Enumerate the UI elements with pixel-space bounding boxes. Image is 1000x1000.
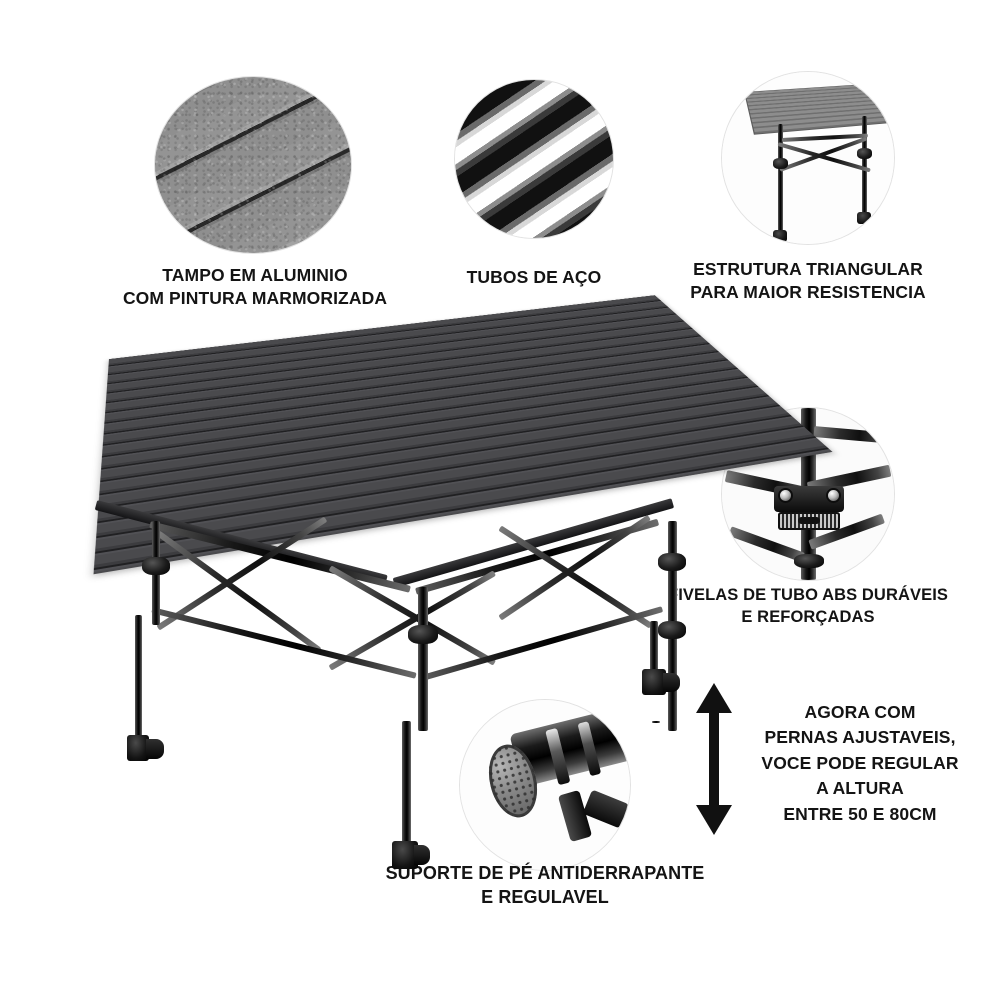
foot-adjuster-back-right xyxy=(642,669,666,695)
joint-hub-left xyxy=(142,557,170,575)
feature-image-tabletop xyxy=(155,77,351,253)
height-double-arrow-icon xyxy=(695,683,733,835)
aluminium-texture xyxy=(155,77,351,253)
buckle-rail-upper-right xyxy=(813,426,891,444)
feature-caption-steel-tubes: TUBOS DE AÇO xyxy=(414,266,654,289)
joint-hub-center xyxy=(408,625,438,644)
joint-hub-right-back xyxy=(658,553,686,571)
leg-upper-back-right xyxy=(668,521,677,631)
leg-lower-front-right-ext xyxy=(652,721,660,723)
buckle-bottom-hub xyxy=(794,554,824,568)
main-product-image xyxy=(80,295,833,869)
feature-image-steel-tubes xyxy=(455,80,613,238)
caption-line: COM PINTURA MARMORIZADA xyxy=(122,288,388,309)
caption-line: FIVELAS DE TUBO ABS DURÁVEIS xyxy=(668,586,948,604)
leg-lower-back-left xyxy=(135,615,142,745)
buckle-rivet-left xyxy=(780,490,791,501)
caption-line: A ALTURA xyxy=(816,778,904,799)
joint-hub-right-front xyxy=(658,621,686,639)
vertical-double-arrow-svg xyxy=(696,683,732,835)
frame-foot-left xyxy=(773,230,787,242)
caption-line: SUPORTE DE PÉ ANTIDERRAPANTE xyxy=(385,863,705,883)
leg-lower-back-right xyxy=(650,621,658,679)
feature-image-foot-support xyxy=(460,700,630,870)
frame-leg-left xyxy=(778,124,783,236)
leg-upper-front-center xyxy=(418,587,428,731)
foot-lever-back-left xyxy=(146,739,164,759)
steel-tube-texture xyxy=(455,80,613,238)
buckle-slot xyxy=(798,517,820,524)
caption-line: E REGULAVEL xyxy=(481,886,609,907)
feature-caption-tabletop: TAMPO EM ALUMINIO COM PINTURA MARMORIZAD… xyxy=(95,264,415,310)
feature-image-triangular-frame xyxy=(722,72,894,244)
leg-lower-front-center xyxy=(402,721,411,851)
leg-upper-front-right xyxy=(668,587,677,731)
caption-line: ESTRUTURA TRIANGULAR xyxy=(693,259,923,279)
frame-foot-right xyxy=(857,212,871,224)
foot-lever-back-right xyxy=(663,673,680,692)
caption-line: E REFORÇADAS xyxy=(741,607,875,626)
aluminium-speckle xyxy=(155,77,351,253)
feature-caption-foot-support: SUPORTE DE PÉ ANTIDERRAPANTE E REGULAVEL xyxy=(335,862,755,910)
table-top-slab xyxy=(744,81,894,135)
frame-hub-left xyxy=(773,158,788,169)
frame-hub-right xyxy=(857,148,872,159)
caption-line: VOCE PODE REGULAR xyxy=(761,752,959,773)
height-callout-caption: AGORA COM PERNAS AJUSTAVEIS, VOCE PODE R… xyxy=(735,700,985,827)
foot-adjuster-back-left xyxy=(127,735,149,761)
caption-line: TAMPO EM ALUMINIO xyxy=(162,265,348,285)
foot-illustration xyxy=(460,700,630,870)
caption-line: PERNAS AJUSTAVEIS, xyxy=(764,727,956,748)
buckle-rivet-right xyxy=(828,490,839,501)
foot-lever-front-center xyxy=(414,845,430,865)
foot-adjuster-front-center xyxy=(392,841,418,869)
caption-line: TUBOS DE AÇO xyxy=(466,267,602,287)
feature-caption-triangular-frame: ESTRUTURA TRIANGULAR PARA MAIOR RESISTEN… xyxy=(672,258,944,304)
caption-line: PARA MAIOR RESISTENCIA xyxy=(690,282,926,303)
caption-line: ENTRE 50 E 80CM xyxy=(783,803,937,824)
triangular-frame-illustration xyxy=(722,72,894,244)
feature-caption-abs-buckles: FIVELAS DE TUBO ABS DURÁVEIS E REFORÇADA… xyxy=(656,585,960,629)
caption-line: AGORA COM xyxy=(804,702,916,722)
